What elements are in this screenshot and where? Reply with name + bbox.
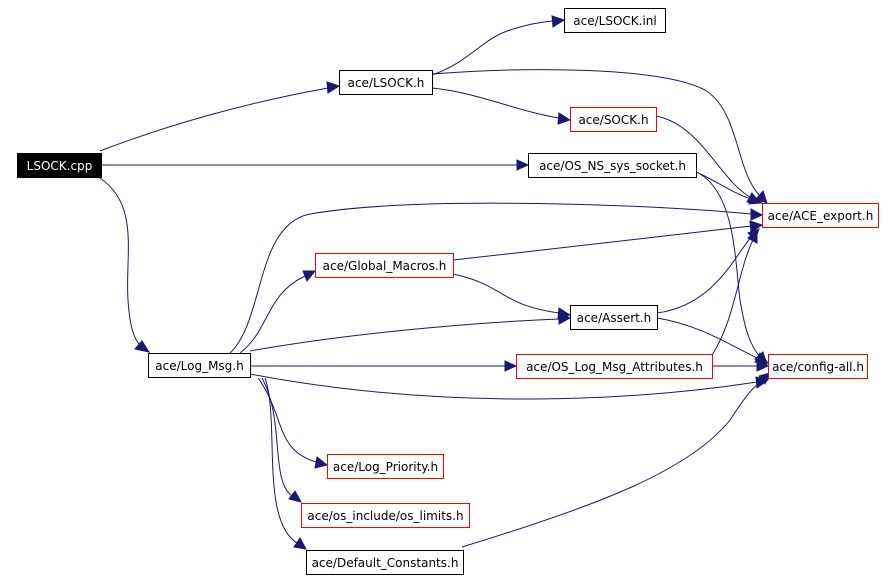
node-lsock-h[interactable]: ace/LSOCK.h: [339, 70, 433, 95]
node-os-ns-sys-socket-h-label: ace/OS_NS_sys_socket.h: [539, 159, 686, 173]
edge-lsock-cpp-to-os-ns-sys-socket-h: [101, 159, 530, 171]
node-sock-h[interactable]: ace/SOCK.h: [570, 107, 657, 132]
node-os-limits-h-label: ace/os_include/os_limits.h: [307, 509, 463, 523]
node-layer: LSOCK.cpp ace/LSOCK.h ace/LSOCK.inl ace/…: [17, 8, 879, 575]
node-default-constants-h-box: [306, 550, 464, 575]
node-global-macros-h[interactable]: ace/Global_Macros.h: [315, 253, 454, 278]
node-log-priority-h[interactable]: ace/Log_Priority.h: [327, 454, 444, 479]
node-sock-h-box: [570, 107, 657, 132]
edge-layer: [99, 15, 771, 550]
node-lsock-inl[interactable]: ace/LSOCK.inl: [564, 8, 666, 33]
edge-assert-h-to-ace-export-h: [656, 228, 760, 314]
node-assert-h-box: [570, 305, 658, 330]
node-os-log-msg-attributes-h-label: ace/OS_Log_Msg_Attributes.h: [526, 360, 703, 374]
edge-global-macros-h-to-ace-export-h: [452, 220, 764, 261]
node-default-constants-h[interactable]: ace/Default_Constants.h: [306, 550, 464, 575]
node-config-all-h[interactable]: ace/config-all.h: [768, 354, 868, 379]
node-os-log-msg-attributes-h-box: [516, 354, 713, 379]
node-lsock-h-label: ace/LSOCK.h: [348, 76, 425, 90]
edge-os-ns-sys-socket-h-to-ace-export-h: [695, 171, 764, 205]
node-ace-export-h[interactable]: ace/ACE_export.h: [762, 203, 879, 228]
edge-lsock-h-to-lsock-inl: [431, 15, 566, 76]
node-log-msg-h-label: ace/Log_Msg.h: [155, 359, 243, 373]
node-lsock-cpp-label: LSOCK.cpp: [27, 159, 93, 173]
node-os-limits-h[interactable]: ace/os_include/os_limits.h: [301, 503, 470, 528]
node-global-macros-h-box: [315, 253, 454, 278]
node-lsock-h-box: [339, 70, 433, 95]
edge-lsock-cpp-to-lsock-h: [99, 81, 341, 152]
node-log-priority-h-box: [327, 454, 444, 479]
edge-log-msg-h-to-os-limits-h: [261, 377, 302, 503]
edge-os-log-msg-attributes-h-to-ace-export-h: [711, 228, 758, 356]
node-lsock-cpp[interactable]: LSOCK.cpp: [17, 153, 102, 178]
edge-log-msg-h-to-log-priority-h: [257, 377, 329, 469]
node-log-priority-h-label: ace/Log_Priority.h: [333, 460, 438, 474]
edge-log-msg-h-to-ace-export-h: [229, 202, 764, 354]
node-config-all-h-box: [768, 354, 868, 379]
node-lsock-inl-box: [564, 8, 666, 33]
node-ace-export-h-box: [762, 203, 879, 228]
node-log-msg-h-box: [148, 353, 251, 378]
node-os-ns-sys-socket-h[interactable]: ace/OS_NS_sys_socket.h: [528, 153, 697, 178]
edge-log-msg-h-to-os-log-msg-attributes-h: [250, 360, 518, 372]
node-os-ns-sys-socket-h-box: [528, 153, 697, 178]
node-default-constants-h-label: ace/Default_Constants.h: [312, 556, 459, 570]
edge-log-msg-h-to-global-macros-h: [239, 270, 317, 354]
node-assert-h[interactable]: ace/Assert.h: [570, 305, 658, 330]
node-global-macros-h-label: ace/Global_Macros.h: [323, 259, 447, 273]
node-os-limits-h-box: [301, 503, 470, 528]
edge-log-msg-h-to-default-constants-h: [264, 377, 307, 550]
edge-os-log-msg-attributes-h-to-config-all-h: [712, 360, 770, 372]
node-config-all-h-label: ace/config-all.h: [772, 360, 864, 374]
node-assert-h-label: ace/Assert.h: [577, 311, 652, 325]
node-ace-export-h-label: ace/ACE_export.h: [768, 209, 874, 223]
edge-global-macros-h-to-assert-h: [452, 273, 572, 320]
edge-lsock-cpp-to-log-msg-h: [99, 177, 151, 353]
edge-log-msg-h-to-assert-h: [249, 312, 572, 352]
node-log-msg-h[interactable]: ace/Log_Msg.h: [148, 353, 251, 378]
node-lsock-inl-label: ace/LSOCK.inl: [573, 14, 656, 28]
edge-lsock-h-to-sock-h: [431, 87, 572, 125]
node-lsock-cpp-box: [17, 153, 102, 178]
edge-default-constants-h-to-config-all-h: [461, 372, 771, 548]
node-sock-h-label: ace/SOCK.h: [578, 113, 648, 127]
node-os-log-msg-attributes-h[interactable]: ace/OS_Log_Msg_Attributes.h: [516, 354, 713, 379]
